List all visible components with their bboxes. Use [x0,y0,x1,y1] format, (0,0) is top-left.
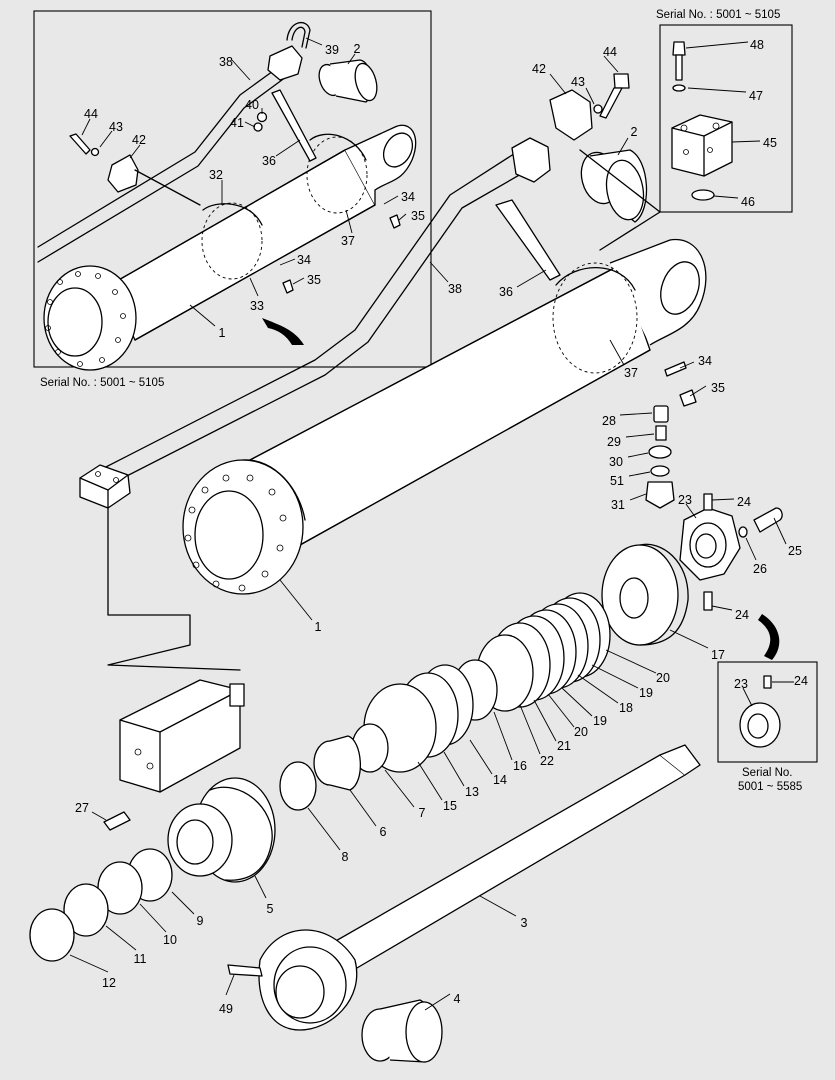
callout-label-20: 20 [656,671,670,685]
callout-label-33: 33 [250,299,264,313]
callout-label-36: 36 [499,285,513,299]
callout-label-48: 48 [750,38,764,52]
callout-label-39: 39 [325,43,339,57]
callout-label-26: 26 [753,562,767,576]
callout-label-21: 21 [557,739,571,753]
callout-label-24: 24 [735,608,749,622]
callout-label-34: 34 [297,253,311,267]
callout-label-12: 12 [102,976,116,990]
callout-label-40: 40 [245,98,259,112]
inset-top-right [659,24,793,213]
callout-label-6: 6 [380,825,387,839]
callout-label-17: 17 [711,648,725,662]
callout-label-44: 44 [603,45,617,59]
callout-label-35: 35 [307,273,321,287]
callout-label-44: 44 [84,107,98,121]
captions: Serial No. : 5001 ~ 5105 Serial No. : 50… [40,9,802,793]
valve-and-rod [29,507,701,1063]
callout-label-49: 49 [219,1002,233,1016]
callout-label-43: 43 [571,75,585,89]
callout-label-35: 35 [711,381,725,395]
callout-label-7: 7 [419,806,426,820]
callout-label-35: 35 [411,209,425,223]
callout-label-2: 2 [354,42,361,56]
callout-label-37: 37 [624,366,638,380]
callout-label-23: 23 [734,677,748,691]
caption-inset-bottom-right-line2: 5001 ~ 5585 [738,781,802,793]
callout-label-19: 19 [639,686,653,700]
callout-label-37: 37 [341,234,355,248]
callout-labels: 1232333435363734353839404142434444424323… [75,38,808,1016]
callout-label-34: 34 [401,190,415,204]
callout-label-24: 24 [737,495,751,509]
caption-inset-top-right: Serial No. : 5001 ~ 5105 [656,9,780,21]
callout-label-16: 16 [513,759,527,773]
callout-label-2: 2 [631,125,638,139]
inset-top-left [33,10,432,371]
callout-label-42: 42 [132,133,146,147]
callout-label-24: 24 [794,674,808,688]
callout-label-36: 36 [262,154,276,168]
callout-label-47: 47 [749,89,763,103]
callout-label-46: 46 [741,195,755,209]
callout-label-32: 32 [209,168,223,182]
callout-label-1: 1 [219,326,226,340]
callout-label-19: 19 [593,714,607,728]
callout-label-13: 13 [465,785,479,799]
callout-label-20: 20 [574,725,588,739]
callout-label-18: 18 [619,701,633,715]
caption-inset-top-left: Serial No. : 5001 ~ 5105 [40,377,164,389]
callout-label-51: 51 [610,474,624,488]
arrow-left [262,318,304,345]
callout-label-38: 38 [219,55,233,69]
callout-label-45: 45 [763,136,777,150]
callout-label-30: 30 [609,455,623,469]
callout-label-27: 27 [75,801,89,815]
inset-bottom-right [717,661,818,763]
callout-label-38: 38 [448,282,462,296]
main-tube-assembly [79,55,707,621]
callout-label-14: 14 [493,773,507,787]
callout-label-23: 23 [678,493,692,507]
piston-parts [279,493,787,851]
caption-inset-bottom-right-line1: Serial No. [742,767,793,779]
callout-label-9: 9 [197,914,204,928]
callout-label-34: 34 [698,354,712,368]
callout-label-1: 1 [315,620,322,634]
callout-label-41: 41 [230,116,244,130]
callout-label-43: 43 [109,120,123,134]
callout-label-22: 22 [540,754,554,768]
callout-label-31: 31 [611,498,625,512]
callout-label-42: 42 [532,62,546,76]
callout-label-11: 11 [134,952,147,966]
callout-label-25: 25 [788,544,802,558]
callout-label-8: 8 [342,850,349,864]
callout-label-10: 10 [163,933,177,947]
callout-label-15: 15 [443,799,457,813]
callout-label-4: 4 [454,992,461,1006]
callout-label-28: 28 [602,414,616,428]
callout-label-29: 29 [607,435,621,449]
callout-label-5: 5 [267,902,274,916]
callout-label-3: 3 [521,916,528,930]
